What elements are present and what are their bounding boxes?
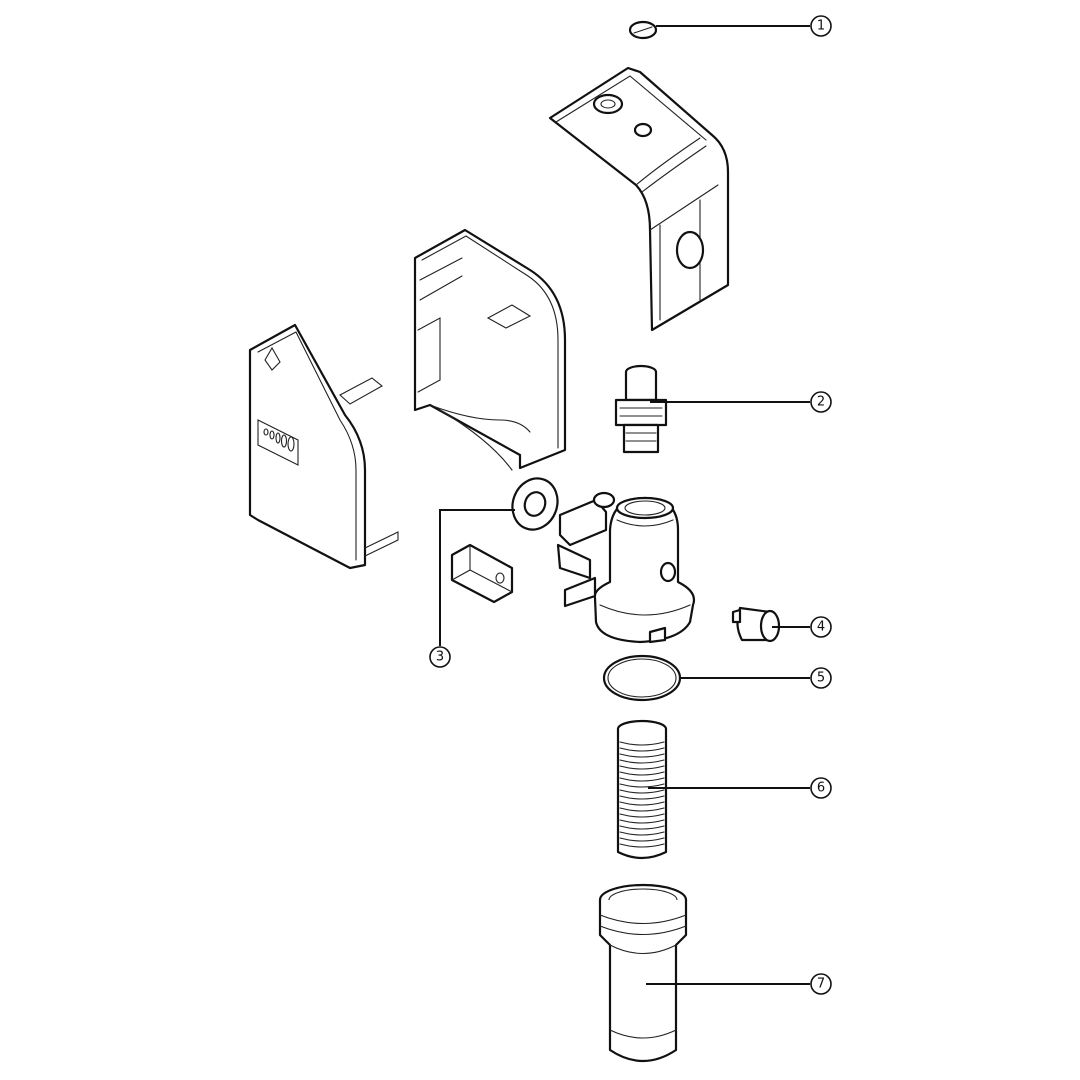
mesh-ring xyxy=(619,747,665,752)
part-filter-head xyxy=(556,491,696,644)
callout-3-label: 3 xyxy=(436,650,444,665)
mesh-ring xyxy=(619,741,665,746)
part-2-valve-cartridge xyxy=(614,364,668,454)
part-back-housing xyxy=(413,228,567,471)
callout-6: 6 xyxy=(810,777,832,799)
callout-5: 5 xyxy=(810,667,832,689)
callout-1: 1 xyxy=(810,15,832,37)
mesh-ring xyxy=(619,813,665,818)
part-4-pressure-gauge xyxy=(731,606,781,643)
leader-3 xyxy=(439,509,515,646)
callout-4-label: 4 xyxy=(817,620,825,635)
mesh-ring xyxy=(619,777,665,782)
mesh-ring xyxy=(619,783,665,788)
callout-5-label: 5 xyxy=(817,671,825,686)
callout-3: 3 xyxy=(429,646,451,668)
part-3-gasket-washer xyxy=(511,477,559,531)
mesh-ring xyxy=(619,759,665,764)
callout-6-label: 6 xyxy=(817,781,825,796)
callout-2: 2 xyxy=(810,391,832,413)
mesh-ring xyxy=(619,795,665,800)
mesh-ring xyxy=(619,801,665,806)
leader-lines xyxy=(439,25,810,985)
mesh-ring xyxy=(619,837,665,842)
callout-7: 7 xyxy=(810,973,832,995)
part-5-o-ring xyxy=(602,654,682,702)
mesh-ring xyxy=(619,753,665,758)
part-top-bent-cover xyxy=(548,66,730,332)
part-small-module xyxy=(450,543,514,604)
led-indicator-row xyxy=(263,428,295,452)
part-1-screw-cap xyxy=(628,20,658,40)
mesh-ring xyxy=(619,789,665,794)
mesh-ring xyxy=(619,825,665,830)
part-6-filter-insert xyxy=(616,719,668,860)
mesh-ring xyxy=(619,771,665,776)
callout-2-label: 2 xyxy=(817,395,825,410)
callout-7-label: 7 xyxy=(817,977,825,992)
part-front-cover xyxy=(248,323,399,570)
filter-mesh-rings xyxy=(619,741,665,848)
mesh-ring xyxy=(619,819,665,824)
mesh-ring xyxy=(619,807,665,812)
callout-4: 4 xyxy=(810,616,832,638)
callout-1-label: 1 xyxy=(817,19,825,34)
mesh-ring xyxy=(619,765,665,770)
part-7-filter-bowl xyxy=(598,883,688,1062)
mesh-ring xyxy=(619,831,665,836)
mesh-ring xyxy=(619,843,665,848)
